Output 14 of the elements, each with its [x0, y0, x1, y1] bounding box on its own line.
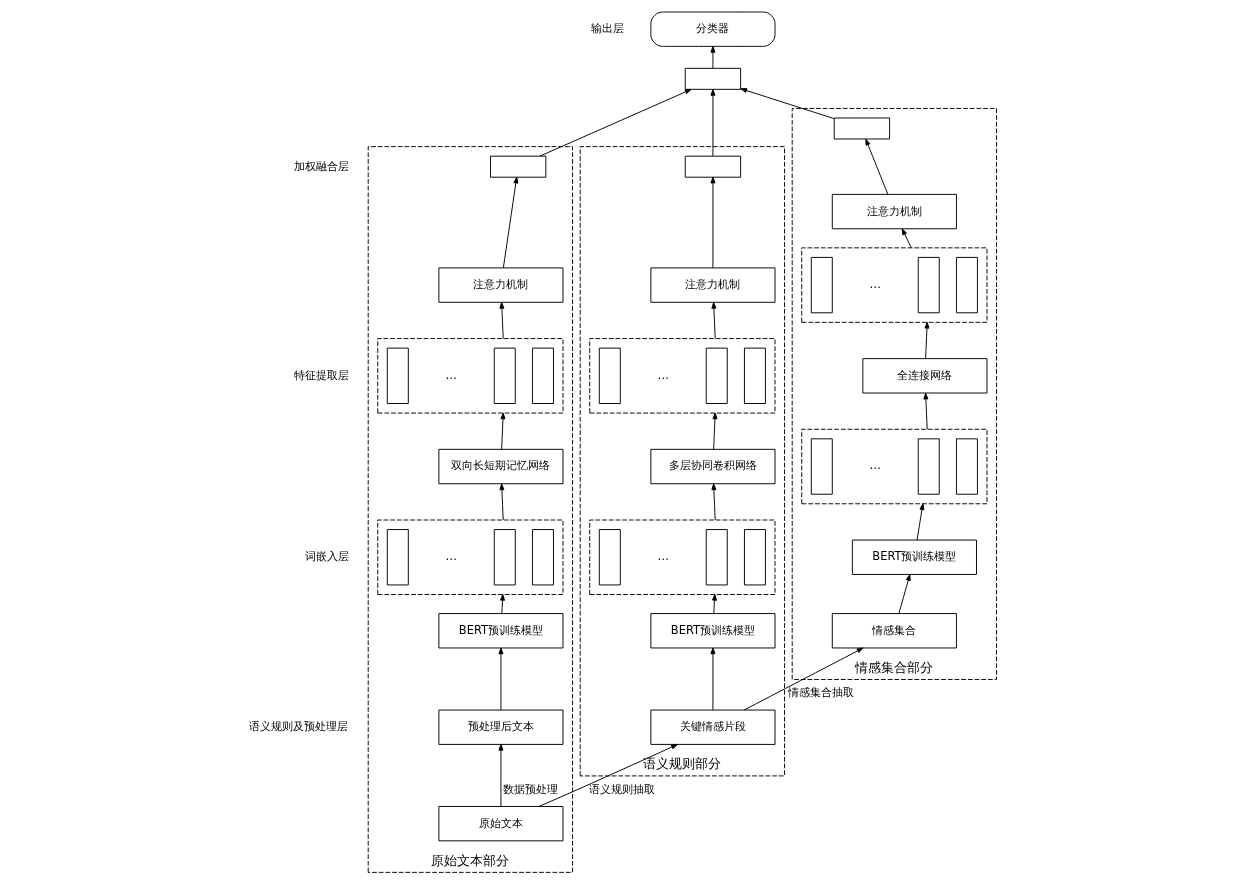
label: … — [869, 277, 881, 292]
label: 特征提取层 — [293, 367, 349, 382]
edge-label: 情感集合抽取 — [787, 685, 854, 700]
label: 语义规则及预处理层 — [248, 719, 348, 734]
label: … — [657, 549, 669, 564]
label: 加权融合层 — [293, 158, 349, 173]
label: 输出层 — [590, 21, 624, 36]
label: … — [445, 367, 457, 382]
label: … — [869, 458, 881, 473]
edge-label: 数据预处理 — [502, 781, 558, 796]
label: … — [657, 367, 669, 382]
label: … — [445, 549, 457, 564]
edge-label: 语义规则抽取 — [588, 781, 655, 796]
label: 词嵌入层 — [304, 549, 349, 564]
